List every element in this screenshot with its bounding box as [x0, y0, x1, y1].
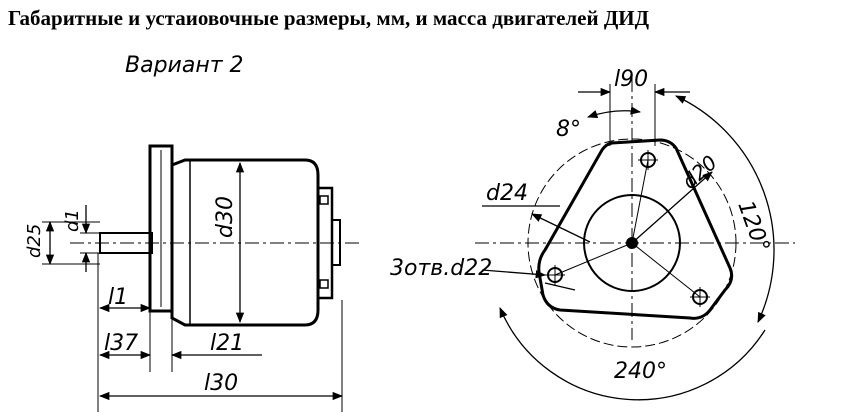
- page-title: Габаритные и устаиовочные размеры, мм, и…: [8, 6, 650, 30]
- dim-d25-label: d25: [24, 224, 45, 258]
- dim-d1-label: d1: [62, 209, 83, 232]
- radial-line-left: [554, 242, 633, 276]
- motor-body: [170, 158, 320, 327]
- dim-d24-label: d24: [486, 181, 528, 206]
- terminal-cap: [331, 219, 341, 266]
- holes-leader-tail: [544, 282, 576, 291]
- terminal-screw-top: [319, 195, 329, 205]
- angle-240-arc: [499, 307, 766, 401]
- terminal-screw-bottom: [319, 279, 329, 289]
- holes-label: 3отв.d22: [390, 256, 492, 281]
- dim-l1-label: l1: [108, 285, 128, 310]
- front-view: l90 8° 120° 240° d20 d24 3отв.d22: [390, 67, 795, 401]
- shaft: [99, 232, 153, 254]
- dim-l37-label: l37: [104, 331, 138, 356]
- angle-240-label: 240°: [614, 359, 667, 384]
- dim-d20-label: d20: [677, 150, 721, 193]
- dim-d30-label: d30: [213, 196, 238, 238]
- side-view: d30 d25 d1 l1 l37 l21 l30: [24, 144, 360, 412]
- angle-120-arc: [675, 95, 775, 323]
- dim-l30-label: l30: [204, 371, 238, 396]
- d24-arrow: [531, 213, 591, 243]
- angle-8-label: 8°: [556, 117, 581, 142]
- dim-l21-label: l21: [210, 331, 244, 356]
- dim-l90-label: l90: [614, 67, 648, 92]
- holes-leader: [481, 269, 547, 279]
- radial-line-top: [631, 159, 649, 244]
- dim-d20-line: [631, 171, 713, 244]
- angle-8-arc: [587, 106, 642, 118]
- variant-label: Вариант 2: [125, 53, 244, 78]
